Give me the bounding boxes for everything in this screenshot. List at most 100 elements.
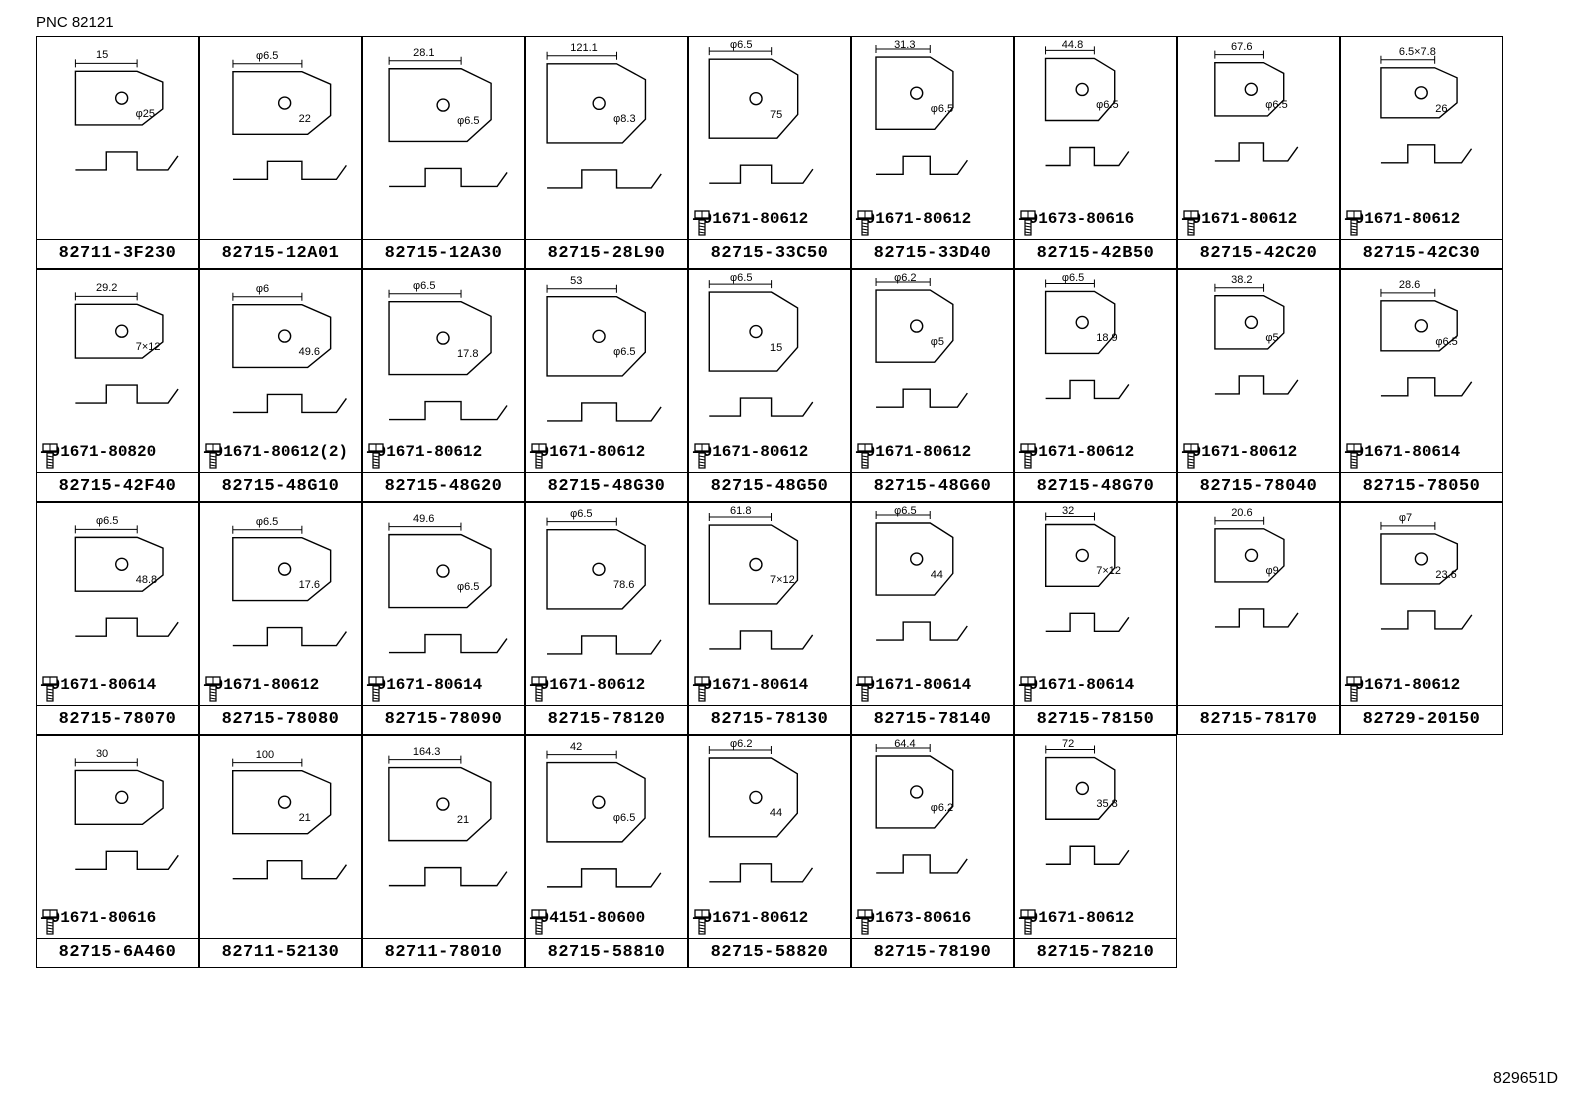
bolt-callout: —91671-80616 [41,909,156,935]
part-number[interactable]: 82715-78050 [1341,472,1502,501]
bolt-part-number: —91671-80614 [1019,676,1135,694]
part-drawing [1214,50,1299,162]
part-drawing [875,511,968,641]
bolt-callout: —91671-80612 [1019,909,1134,935]
part-number[interactable]: 82715-78130 [689,705,850,734]
part-drawing [388,289,508,421]
dimension-label: 78.6 [612,579,635,592]
part-number[interactable]: 82715-78170 [1178,705,1339,734]
part-drawing [232,525,347,647]
dimension-label: φ6.5 [730,272,753,284]
bolt-part-number: —91671-80616 [41,909,157,927]
bolt-part-number: —94151-80600 [530,909,646,927]
part-drawing [546,750,662,888]
part-number[interactable]: 82715-28L90 [526,239,687,268]
dimension-label: φ6.5 [930,103,954,116]
part-number[interactable]: 82715-48G70 [1015,472,1176,501]
part-number[interactable]: 82715-48G30 [526,472,687,501]
part-number[interactable]: 82715-78040 [1178,472,1339,501]
part-number[interactable]: 82715-42B50 [1015,239,1176,268]
part-number[interactable]: 82715-78190 [852,938,1013,967]
bolt-part-number: —91671-80614 [41,676,157,694]
part-number[interactable]: 82715-78080 [200,705,361,734]
part-number[interactable]: 82715-78090 [363,705,524,734]
part-number[interactable]: 82715-58810 [526,938,687,967]
part-number[interactable]: 82715-48G60 [852,472,1013,501]
part-number[interactable]: 82711-78010 [363,938,524,967]
part-number[interactable]: 82711-3F230 [37,239,198,268]
bolt-callout: —91671-80612 [530,443,645,469]
dimension-label: 72 [1062,738,1075,750]
dimension-label: φ6.2 [730,738,753,750]
part-drawing [1214,283,1299,395]
bolt-part-number: —91671-80820 [41,443,157,461]
part-number[interactable]: 82715-78210 [1015,938,1176,967]
part-drawing [875,744,968,874]
dimension-label: 64.4 [894,738,916,750]
part-number[interactable]: 82715-48G10 [200,472,361,501]
bolt-part-number: —91671-80614 [367,676,483,694]
part-number[interactable]: 82715-48G20 [363,472,524,501]
dimension-label: φ6.2 [930,801,954,814]
part-number[interactable]: 82711-52130 [200,938,361,967]
dimension-label: 28.1 [413,46,435,59]
part-number[interactable]: 82715-42C30 [1341,239,1502,268]
part-drawing [74,525,179,637]
dimension-label: 75 [770,108,783,121]
part-number[interactable]: 82715-78070 [37,705,198,734]
part-drawing [708,746,814,883]
bolt-part-number: —91671-80612 [1182,443,1298,461]
bolt-callout: —91671-80612 [693,909,808,935]
bolt-part-number: —91671-80612 [1182,210,1298,228]
part-number[interactable]: 82715-12A30 [363,239,524,268]
part-number[interactable]: 82715-42C20 [1178,239,1339,268]
part-number[interactable]: 82715-33D40 [852,239,1013,268]
part-number[interactable]: 82715-42F40 [37,472,198,501]
bolt-part-number: —91671-80612 [530,676,646,694]
part-drawing [74,758,179,871]
bolt-part-number: —91671-80612 [856,443,972,461]
dimension-label: φ6.5 [457,115,480,128]
part-number[interactable]: 82715-78150 [1015,705,1176,734]
dimension-label: 20.6 [1231,506,1253,519]
part-number[interactable]: 82715-78140 [852,705,1013,734]
dimension-label: φ6.5 [1061,272,1085,284]
part-drawing [546,51,662,189]
dimension-label: φ6.5 [612,812,636,825]
part-number[interactable]: 82715-48G50 [689,472,850,501]
part-number[interactable]: 82715-78120 [526,705,687,734]
dimension-label: φ6.5 [730,39,753,51]
part-number[interactable]: 82715-6A460 [37,938,198,967]
part-number[interactable]: 82715-12A01 [200,239,361,268]
dimension-label: 15 [770,341,783,354]
dimension-label: 7×12 [769,574,795,587]
dimension-label: 44.8 [1061,39,1084,51]
dimension-label: 15 [95,49,109,62]
dimension-label: φ5 [930,336,944,349]
bolt-callout: —91673-80616 [856,909,971,935]
dimension-label: 21 [298,812,311,825]
part-number[interactable]: 82715-58820 [689,938,850,967]
bolt-part-number: —91671-80612 [1019,443,1135,461]
bolt-callout: —91673-80616 [1019,210,1134,236]
bolt-part-number: —91671-80612 [204,676,320,694]
dimension-label: φ7 [1398,511,1413,524]
part-drawing [1380,288,1473,397]
part-number[interactable]: 82715-33C50 [689,239,850,268]
bolt-part-number: —91671-80614 [1345,443,1461,461]
bolt-callout: —91671-80614 [1345,443,1460,469]
bolt-part-number: —91671-80612 [530,443,646,461]
bolt-part-number: —91671-80612 [1019,909,1135,927]
part-number[interactable]: 82729-20150 [1341,705,1502,734]
